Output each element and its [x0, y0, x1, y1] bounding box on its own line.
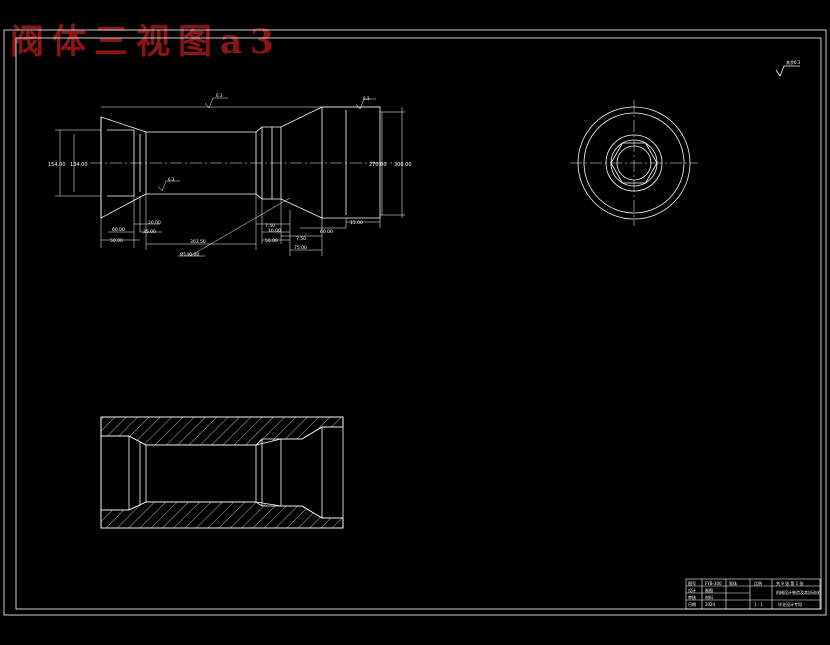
side-view	[570, 100, 698, 226]
tb-r1-c2: FYB-300	[705, 581, 722, 586]
tb-dept: 毕业设计专用	[778, 601, 802, 607]
dim-left-outer: 154.00	[48, 162, 66, 168]
dim-l-e: 7.50	[265, 223, 275, 229]
tb-r1-c3: 泵体	[729, 580, 737, 586]
section-view	[100, 416, 344, 529]
tb-r1-c5: 共 9 张 第 1 张	[776, 580, 803, 586]
roughness-symbol-corner: 其余6.3	[775, 59, 801, 77]
dim-phi: Ø140.00	[180, 251, 199, 258]
roughness-top: 6.3	[216, 93, 223, 98]
tb-r4-c3: 1 : 1	[754, 602, 763, 607]
dim-l-f: 10.00	[268, 228, 281, 234]
title-block: 图号 FYB-300 泵体 比例 共 9 张 第 1 张 设计 制图 审核 材料…	[685, 578, 821, 610]
dim-l-h: 7.50	[296, 236, 306, 242]
dim-l-j: 60.00	[320, 229, 333, 235]
front-view-outline	[100, 106, 381, 219]
dim-l-b: 50.00	[110, 238, 123, 244]
dim-right-inner: 270.00	[369, 162, 387, 168]
dim-l-main: 303.50	[190, 239, 206, 245]
roughness-inner: 6.3	[168, 177, 175, 182]
roughness-corner-label: 其余6.3	[786, 59, 801, 65]
dim-left-inner: 134.00	[70, 162, 88, 168]
dim-l-k: 15.00	[350, 220, 363, 226]
dim-l-a: 60.00	[112, 227, 125, 233]
outer-frame	[3, 29, 827, 616]
dim-right-outer: 300.00	[394, 162, 412, 168]
tb-r1-c4: 比例	[754, 580, 762, 586]
roughness-top-right: 6.3	[363, 96, 370, 101]
tb-school: 机械设计制造及其自动化	[776, 589, 820, 595]
dim-l-i: 75.00	[294, 245, 307, 251]
front-view: 154.00 134.00 270.00 300.00 6.3 6.3 6.3	[48, 93, 412, 258]
tb-r1-c1: 图号	[688, 580, 696, 586]
tb-r3-c1: 审核	[688, 594, 696, 600]
dim-l-c: 20.00	[148, 220, 161, 226]
tb-r4-c2: 2024	[705, 602, 716, 607]
inner-frame	[15, 37, 822, 610]
tb-r4-c1: 日期	[688, 601, 696, 607]
tb-r2-c2: 制图	[705, 587, 713, 593]
tb-r3-c2: 材料	[705, 594, 713, 600]
dim-l-g: 50.00	[265, 238, 278, 244]
dim-l-d: 25.00	[143, 229, 156, 235]
tb-r2-c1: 设计	[688, 587, 696, 593]
drawing-title-overlay: 阀体三视图a3	[10, 22, 282, 62]
